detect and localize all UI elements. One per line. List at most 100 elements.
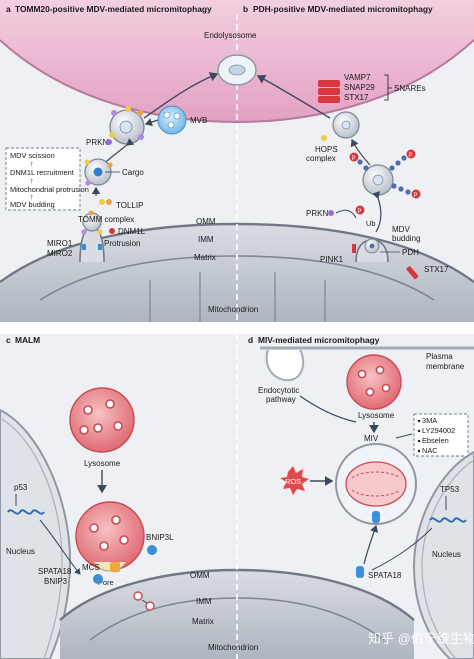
panel-c-title: MALM — [15, 335, 40, 345]
bnip3l-marker — [147, 545, 157, 555]
mdv-vesicle-upper — [109, 106, 145, 145]
svg-text:↑: ↑ — [30, 192, 34, 201]
mdv-budding-label-line2: budding — [392, 234, 420, 243]
pink1-marker — [352, 244, 356, 253]
bnip3-marker — [93, 574, 103, 584]
spata18-marker-d — [356, 566, 364, 578]
bnip3-label: BNIP3 — [44, 577, 68, 586]
arrow-to-endolysosome-a — [143, 72, 219, 119]
dnm1l-label: DNM1L — [118, 227, 146, 236]
miro1-label: MIRO1 — [47, 239, 73, 248]
step-dnm1l-recruitment: DNM1L recruitment — [10, 168, 74, 177]
tollip-label: TOLLIP — [116, 201, 143, 210]
mdv-budding-protrusion — [79, 210, 105, 263]
protrusion-label: Protrusion — [104, 239, 140, 248]
p53-label: p53 — [14, 483, 28, 492]
inhibitor-3ma: 3MA — [422, 416, 437, 425]
imm-label-ab: IMM — [198, 235, 214, 244]
lysosome-d — [346, 354, 402, 410]
stx17-bottom-label: STX17 — [424, 265, 449, 274]
plasma-membrane-label-line1: Plasma — [426, 352, 453, 361]
endocytotic-label-line2: pathway — [266, 395, 296, 404]
panel-d-letter: d — [248, 335, 253, 345]
dna-icon-d — [429, 517, 467, 523]
ros-icon — [280, 466, 309, 495]
stx17-top-label: STX17 — [344, 93, 369, 102]
hops-label-line1: HOPS — [315, 145, 338, 154]
step-mdv-budding: MDV budding — [10, 200, 55, 209]
step-mdv-scission: MDV scission — [10, 151, 55, 160]
matrix-label-ab: Matrix — [194, 253, 216, 262]
mitochondrion-label-c: Mitochondrion — [208, 643, 258, 652]
pore-label: Pore — [98, 578, 114, 587]
arrow-mvb-to-vesicle — [144, 118, 159, 127]
svg-text:↑: ↑ — [30, 159, 34, 168]
mcs-marker — [110, 562, 120, 572]
nucleus-label-d: Nucleus — [432, 550, 461, 559]
miv-lysosome — [335, 443, 417, 525]
panel-b-letter: b — [243, 4, 248, 14]
endocytotic-vesicle — [265, 349, 305, 382]
dna-icon-c — [7, 509, 45, 515]
bnip3l-label: BNIP3L — [146, 533, 174, 542]
stx17-bottom-marker — [406, 266, 419, 280]
lysosome-label-d: Lysosome — [358, 411, 395, 420]
svg-text:↑: ↑ — [30, 176, 34, 185]
hops-marker — [321, 135, 327, 141]
mdv-steps-box: MDV scission ↑ DNM1L recruitment ↑ Mitoc… — [5, 147, 89, 211]
prkn-marker-a — [106, 139, 112, 145]
phospho-markers: P P P P — [349, 149, 421, 215]
ros-label: ROS — [285, 477, 301, 486]
endolysosome-fusion-vesicle — [217, 54, 257, 86]
spata18-label-c: SPATA18 — [38, 567, 72, 576]
miv-label: MIV — [364, 434, 379, 443]
mvb-icon — [157, 105, 187, 135]
panel-a-title: TOMM20-positive MDV-mediated micromitoph… — [15, 4, 212, 14]
spata18-label-d: SPATA18 — [368, 571, 402, 580]
inhibitor-nac: NAC — [422, 446, 438, 455]
lysosome-c — [69, 387, 135, 453]
inhibitor-ly294002: LY294002 — [422, 426, 455, 435]
phospho-p2: P — [414, 193, 418, 199]
nucleus-label-c: Nucleus — [6, 547, 35, 556]
snares-complex — [318, 80, 340, 103]
cargo-vesicle — [84, 158, 113, 186]
snap29-label: SNAP29 — [344, 83, 375, 92]
arrow-to-endolysosome-b — [256, 74, 331, 119]
tollip-marker — [99, 199, 112, 205]
arrow-cargo-up — [105, 138, 135, 163]
panel-b-title: PDH-positive MDV-mediated micromitophagy — [253, 4, 433, 14]
snares-label: SNAREs — [394, 84, 426, 93]
step-mitochondrial-protrusion: Mitochondrial protrusion — [10, 185, 89, 194]
mdv-vesicle-b-upper — [332, 111, 360, 139]
dnm1l-marker — [109, 228, 115, 234]
lysosome-label-c: Lysosome — [84, 459, 121, 468]
hops-label-line2: complex — [306, 154, 336, 163]
panel-d-title: MIV-mediated micromitophagy — [258, 335, 380, 345]
released-cargo-c — [133, 591, 155, 611]
mdv-budding-b — [355, 238, 389, 263]
panel-c-letter: c — [6, 335, 11, 345]
panel-a-letter: a — [6, 4, 11, 14]
mvb-label: MVB — [190, 116, 207, 125]
vamp7-label: VAMP7 — [344, 73, 371, 82]
imm-label-c: IMM — [196, 597, 212, 606]
plasma-membrane-label-line2: membrane — [426, 362, 465, 371]
prkn-label-b: PRKN — [306, 209, 328, 218]
mdv-budding-label-line1: MDV — [392, 225, 410, 234]
matrix-label-c: Matrix — [192, 617, 214, 626]
miro2-label: MIRO2 — [47, 249, 73, 258]
ub-label: Ub — [366, 219, 375, 228]
phospho-p4: P — [358, 209, 362, 215]
phospho-p1: P — [409, 153, 413, 159]
inhibitor-ebselen: Ebselen — [422, 436, 449, 445]
inhibitors-box: 3MA LY294002 Ebselen NAC — [413, 413, 469, 457]
watermark-text: 知乎 @伯宁维生物 — [368, 631, 474, 646]
tomm-complex-label: TOMM complex — [78, 215, 134, 224]
prkn-marker-b — [328, 210, 334, 216]
endolysosome-label: Endolysosome — [204, 31, 257, 40]
mcs-label: MCS — [82, 563, 100, 572]
omm-label-c: OMM — [190, 571, 210, 580]
omm-label-ab: OMM — [196, 217, 216, 226]
